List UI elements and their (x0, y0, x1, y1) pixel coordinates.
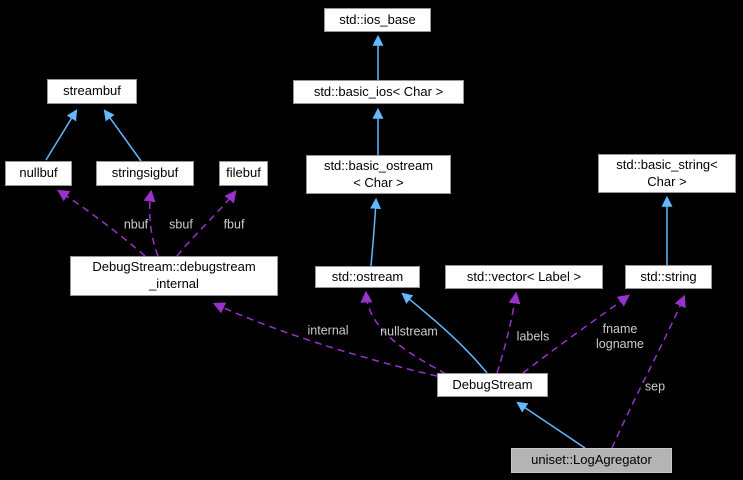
node-filebuf[interactable]: filebuf (219, 161, 268, 186)
edge-label-nbuf: nbuf (123, 217, 149, 232)
edge-label-labels: labels (516, 329, 550, 344)
edge-label-nullstream: nullstream (380, 324, 438, 339)
node-std-basic-string[interactable]: std::basic_string< Char > (598, 154, 736, 193)
node-std-string[interactable]: std::string (625, 265, 712, 289)
node-std-basic-ostream[interactable]: std::basic_ostream < Char > (306, 155, 451, 194)
edge-stringsigbuf-to-streambuf (103, 109, 142, 162)
edge-debugstream-to-ostream-inheritance (401, 292, 488, 374)
node-uniset-logagregator: uniset::LogAgregator (511, 448, 672, 473)
edge-ostream-to-basic-ostream (370, 197, 382, 267)
edge-internal-nbuf (56, 189, 146, 257)
node-streambuf[interactable]: streambuf (47, 79, 137, 104)
edge-label-sep: sep (644, 379, 666, 394)
edge-label-fname-logname: fname logname (596, 321, 644, 351)
edge-debugstream-internal (212, 302, 438, 377)
node-debugstream-debugstream-internal[interactable]: DebugStream::debugstream _internal (70, 256, 278, 296)
node-std-vector-label[interactable]: std::vector< Label > (445, 265, 603, 289)
edge-label-fbuf: fbuf (223, 217, 245, 232)
node-nullbuf[interactable]: nullbuf (5, 161, 72, 186)
node-std-basic-ios[interactable]: std::basic_ios< Char > (293, 80, 464, 104)
edge-label-internal: internal (307, 323, 349, 338)
edge-debugstream-labels (496, 291, 521, 374)
node-std-ios-base[interactable]: std::ios_base (324, 8, 431, 32)
node-stringsigbuf[interactable]: stringsigbuf (96, 161, 194, 186)
node-std-ostream[interactable]: std::ostream (315, 266, 420, 288)
edge-debugstream-nullstream (360, 290, 447, 375)
edge-nullbuf-to-streambuf (45, 109, 78, 161)
edge-label-sbuf: sbuf (169, 217, 193, 232)
edge-logagregator-sep (611, 294, 686, 449)
edge-internal-sbuf (143, 189, 159, 257)
edge-debugstream-fname-logname (522, 294, 630, 374)
node-debugstream[interactable]: DebugStream (437, 373, 548, 397)
edge-logagregator-to-debugstream (516, 401, 586, 449)
